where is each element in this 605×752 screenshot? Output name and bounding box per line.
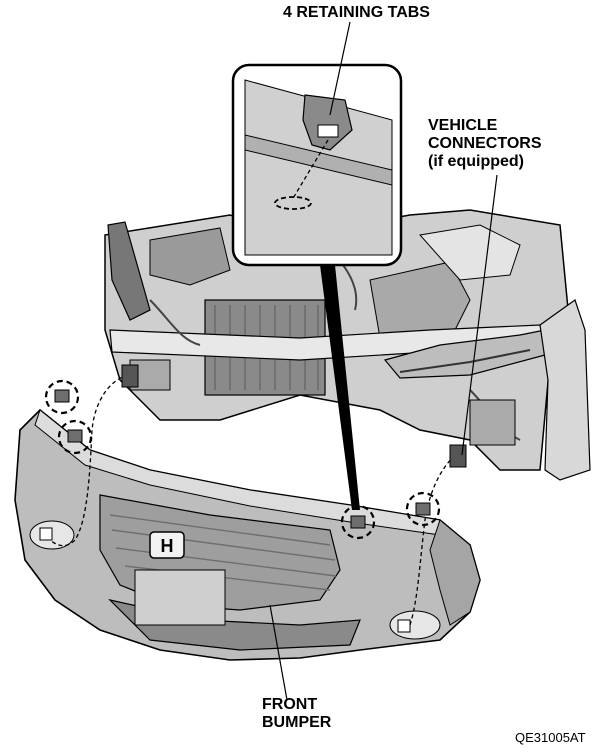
front-bumper-label: FRONT BUMPER bbox=[262, 696, 331, 732]
retaining-tab-marks bbox=[54, 389, 431, 529]
vehicle-connectors-line-1: VEHICLE bbox=[428, 117, 498, 134]
vehicle-connectors-label: VEHICLE CONNECTORS (if equipped) bbox=[428, 117, 542, 171]
front-bumper-part bbox=[14, 408, 481, 661]
front-bumper-line-2: BUMPER bbox=[262, 714, 332, 731]
retaining-tabs-label: 4 RETAINING TABS bbox=[283, 4, 430, 21]
logo-letter: H bbox=[161, 536, 174, 556]
honda-logo-icon: H bbox=[149, 531, 185, 559]
vehicle-connectors-line-3: (if equipped) bbox=[428, 153, 524, 170]
inset-callout-wedge bbox=[320, 265, 360, 510]
connector-wiring bbox=[47, 374, 456, 626]
label-leaders bbox=[269, 21, 498, 701]
detail-inset bbox=[231, 63, 403, 267]
vehicle-connectors-line-2: CONNECTORS bbox=[428, 135, 542, 152]
figure-code: QE31005AT bbox=[515, 730, 586, 745]
front-bumper-line-1: FRONT bbox=[262, 696, 318, 713]
